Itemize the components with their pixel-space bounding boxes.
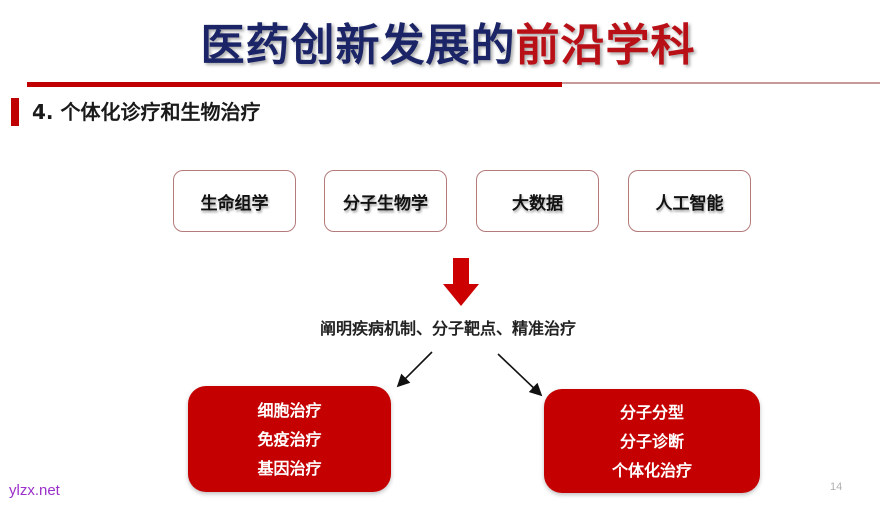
section-marker: [11, 98, 19, 126]
summary-text: 阐明疾病机制、分子靶点、精准治疗: [319, 319, 576, 338]
topic-box-big-data: 大数据: [476, 170, 599, 232]
diagnosis-item: 个体化治疗: [611, 460, 692, 480]
slide-title: 医药创新发展的前沿学科: [0, 18, 896, 74]
title-main: 医药创新发展的: [200, 20, 516, 71]
topic-box-molecular-biology: 分子生物学: [324, 170, 447, 232]
title-highlight: 前沿学科: [515, 20, 696, 71]
personalized-diagnosis-box: 分子分型 分子诊断 个体化治疗: [544, 389, 760, 493]
biotherapy-item: 细胞治疗: [257, 400, 322, 420]
biotherapy-item: 免疫治疗: [257, 429, 322, 449]
topic-box-genomics: 生命组学: [173, 170, 296, 232]
title-underline-thick: [27, 82, 562, 87]
diagnosis-item: 分子诊断: [619, 431, 684, 451]
down-arrow-icon: [443, 258, 479, 306]
arrow-right-icon: [497, 353, 543, 397]
topic-box-ai: 人工智能: [628, 170, 751, 232]
page-number: 14: [830, 481, 843, 493]
biotherapy-item: 基因治疗: [257, 458, 322, 478]
biotherapy-box: 细胞治疗 免疫治疗 基因治疗: [188, 386, 391, 492]
diagnosis-item: 分子分型: [619, 402, 684, 422]
watermark: ylzx.net: [9, 482, 60, 499]
section-heading: 4. 个体化诊疗和生物治疗: [32, 100, 261, 124]
arrow-left-icon: [396, 351, 433, 388]
title-underline-thin: [562, 82, 880, 84]
